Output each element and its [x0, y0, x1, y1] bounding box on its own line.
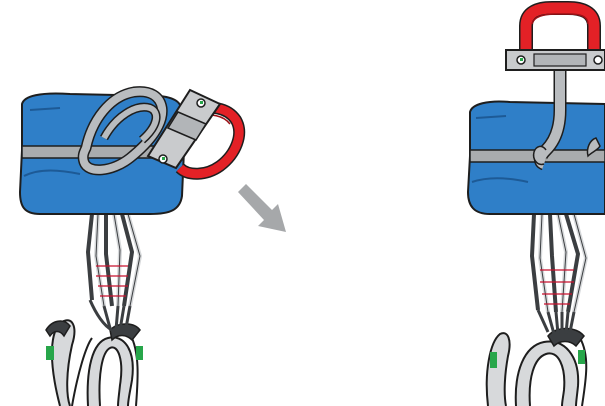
right-rope-loops — [485, 327, 588, 406]
left-bracket — [146, 88, 222, 170]
right-bracket-hole-right — [593, 55, 603, 65]
left-green-marker-2 — [136, 346, 143, 360]
left-green-marker-1 — [46, 346, 54, 360]
right-green-marker-1 — [490, 352, 497, 368]
right-red-strap — [519, 0, 601, 52]
left-bag — [18, 92, 186, 215]
right-carabiner — [532, 60, 601, 171]
left-assembly — [18, 86, 246, 406]
left-carabiner — [77, 86, 168, 176]
right-assembly — [466, 0, 605, 406]
right-cable-bundle — [529, 213, 589, 335]
right-green-marker-2 — [578, 350, 585, 364]
left-rope-loops — [45, 319, 143, 406]
left-cable-bundle — [85, 213, 143, 332]
right-bracket — [505, 49, 605, 71]
diagonal-arrow-icon — [238, 184, 286, 232]
